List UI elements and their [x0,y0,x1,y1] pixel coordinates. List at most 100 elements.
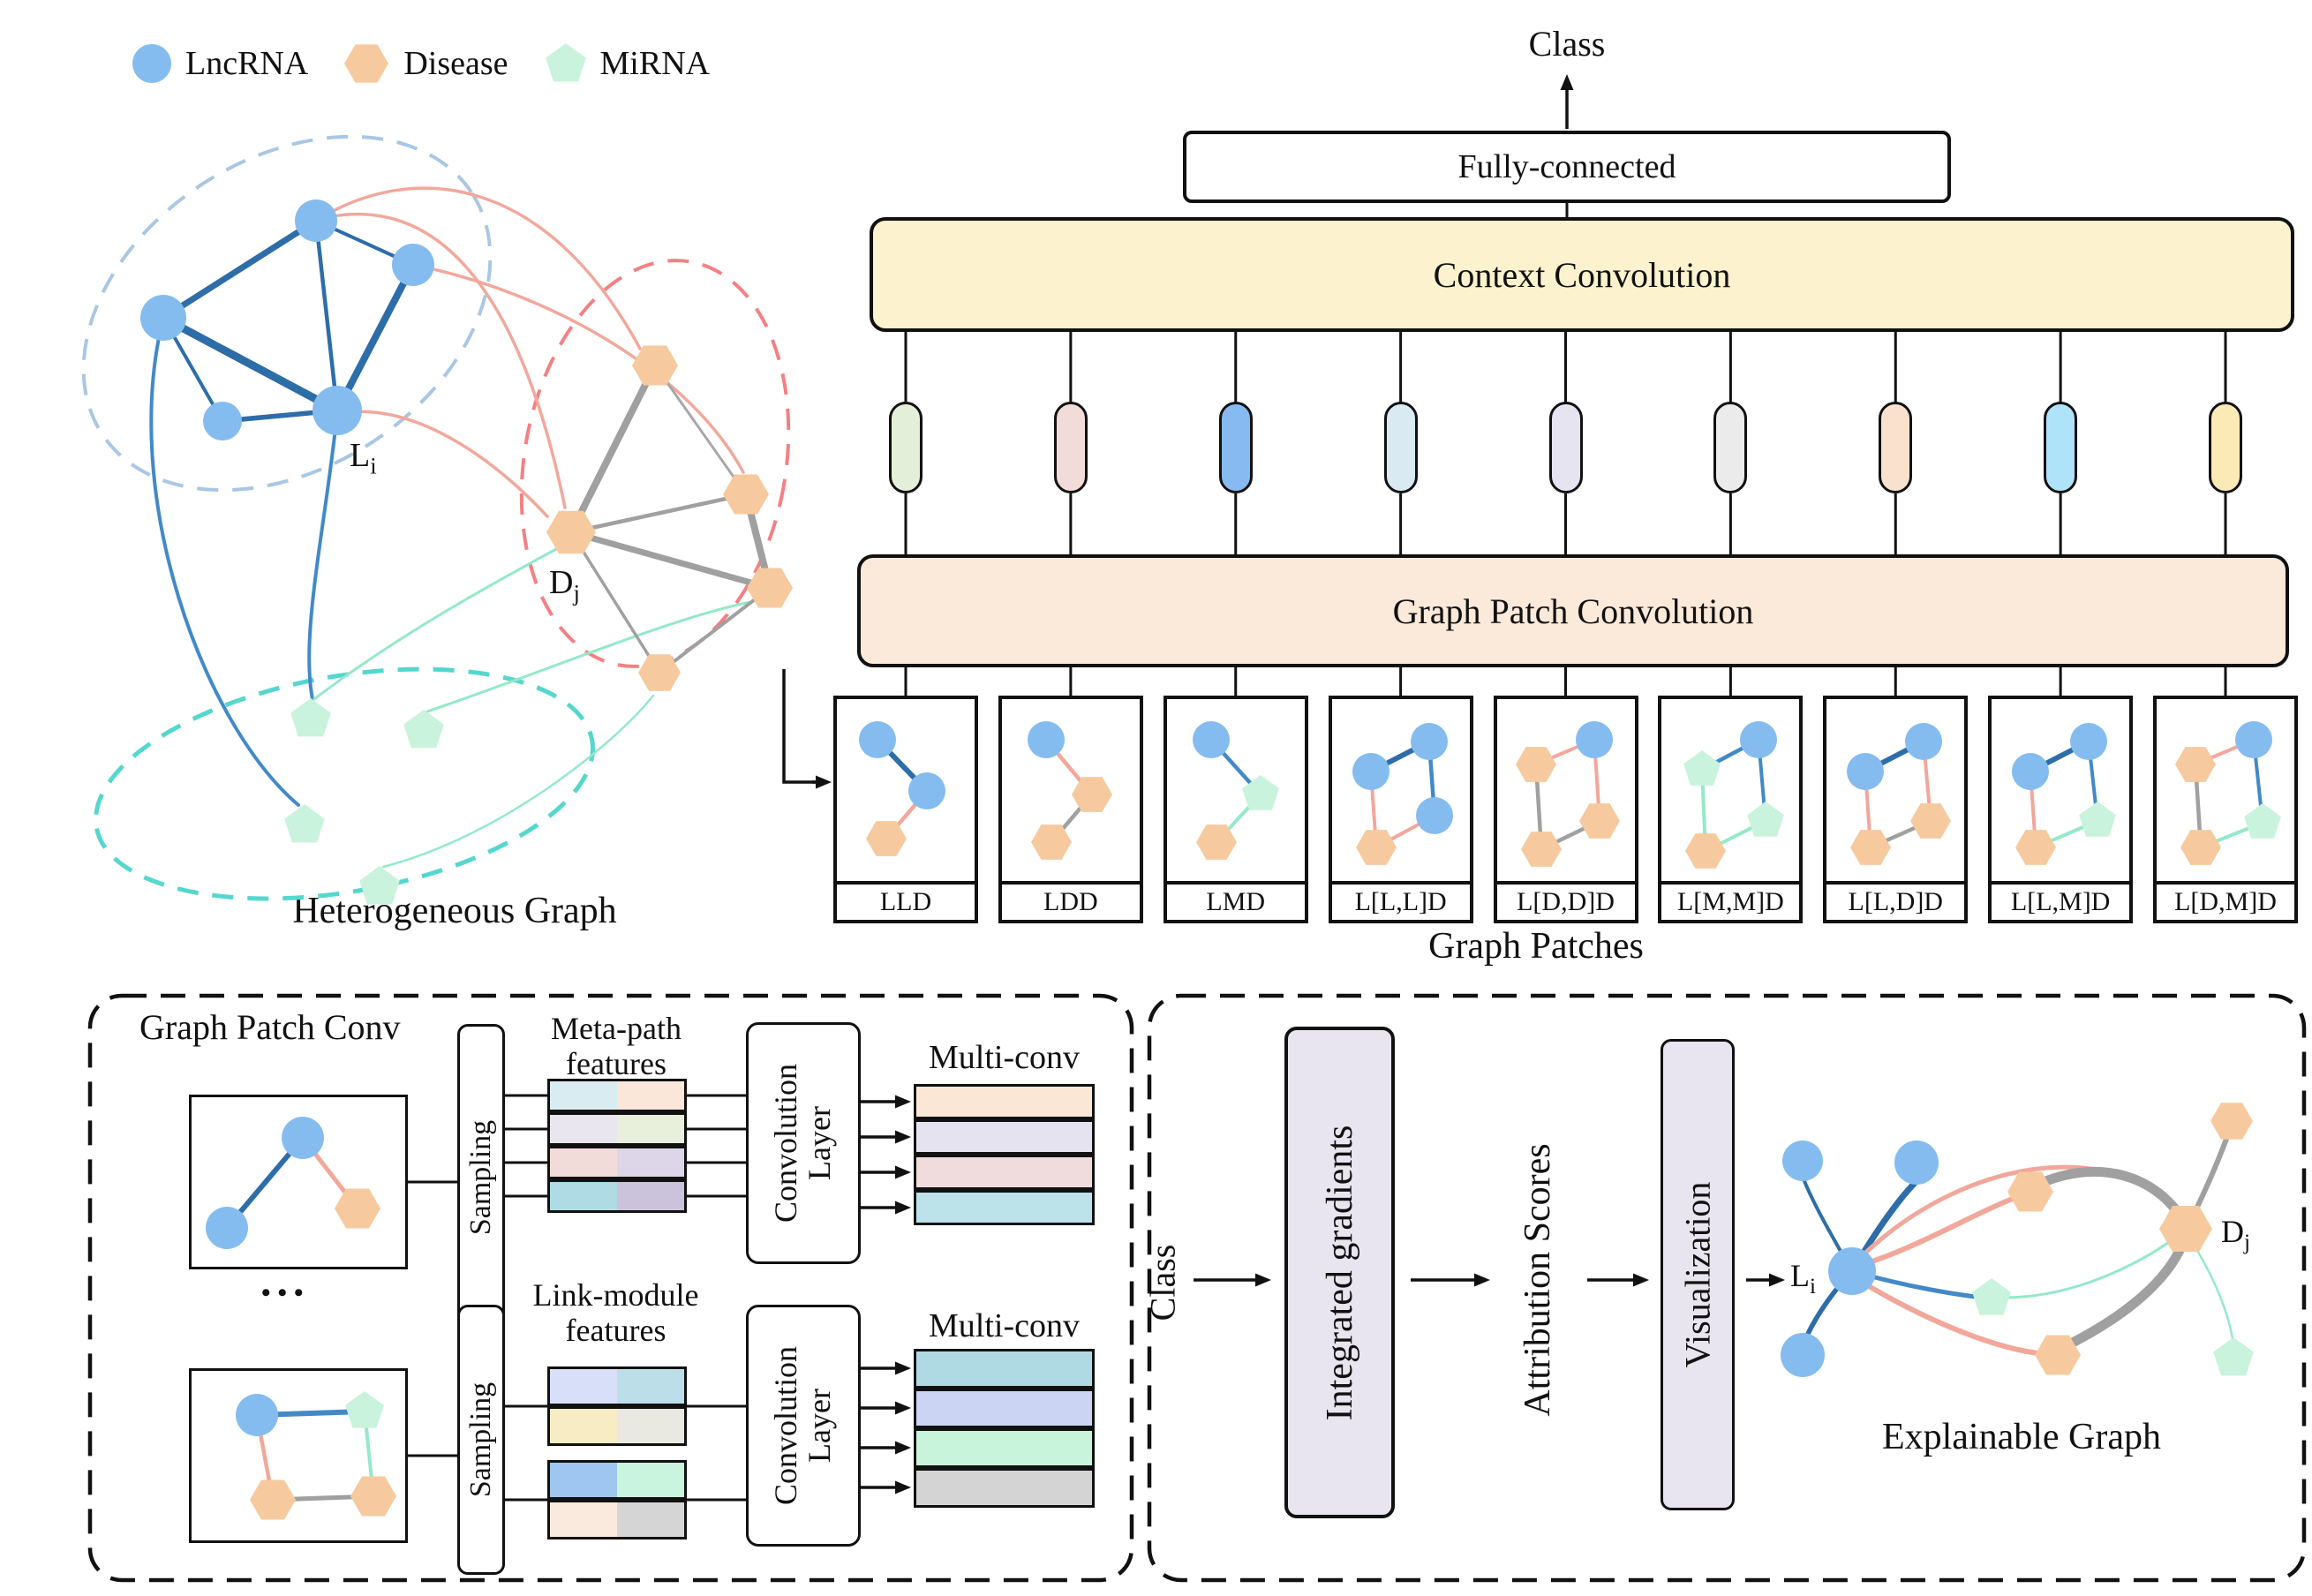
lncrna-node [1410,723,1448,760]
edge [313,218,340,413]
graph-patch-label: L[L,M]D [1992,881,2130,920]
feature-cell [550,1463,617,1497]
feature-row [547,1366,687,1406]
arrow-head [1255,1273,1271,1287]
arrow-head [1474,1273,1490,1287]
graph-patch-L[L,M]D: L[L,M]D [1988,696,2134,923]
meta-path-features-label: Meta-path features [528,1011,704,1081]
lncrna-node [1781,1333,1825,1377]
embedding-pill [2209,402,2242,493]
feature-cell [617,1369,684,1404]
lncrna-node [1894,1141,1939,1185]
arrow-head [895,1401,911,1415]
curve-edge [2060,1239,2188,1351]
edge [569,492,749,535]
curve-edge [2032,1167,2184,1219]
graph-patch-L[M,M]D: L[M,M]D [1658,696,1804,923]
feature-cell [617,1502,684,1537]
embedding-pill [1548,402,1583,493]
legend-label-mirna: MiRNA [599,45,711,82]
graph-patch-L[D,M]D: L[D,M]D [2153,696,2298,923]
integrated-gradients-label: Integrated gradients [1319,1125,1360,1420]
disease-node [1515,747,1556,782]
disease-node [1030,824,1072,860]
class-output-label: Class [1528,24,1606,64]
multi-conv-row [914,1155,1095,1190]
edge [160,217,320,321]
lncrna-node [295,200,337,242]
edge [334,261,417,414]
lncrna-node [1740,721,1778,758]
arrow-head [895,1130,911,1144]
node-label: Li [1790,1258,1816,1299]
mirna-node [2213,1337,2254,1376]
meta-path-line1: Meta-path [551,1011,682,1046]
graph-patch-drawing [2175,721,2281,865]
disease-node [2035,1335,2081,1375]
class-input-text: Class [1142,1244,1183,1321]
sampling-box-2: Sampling [457,1305,505,1575]
lncrna-node [1782,1141,1823,1181]
link-module-line2: features [565,1312,666,1348]
mirna-node [403,710,444,749]
disease-node [546,510,596,554]
class-input-label: Class [1137,1208,1188,1358]
embedding-pill [1218,402,1253,493]
arrow-head [1633,1273,1649,1287]
curve-edge [381,694,655,869]
legend-label-disease: Disease [403,45,508,82]
curve-edge [1849,1269,1978,1299]
convolution-layer-label-2: Convolution Layer [768,1345,837,1506]
curve-edge [1853,1276,2040,1356]
lncrna-node [1027,721,1065,758]
edge [658,586,772,674]
heterogeneous-graph-caption: Heterogeneous Graph [292,891,617,931]
feature-row [547,1406,687,1446]
lncrna-icon [132,44,171,83]
feature-cell [550,1409,617,1443]
graph-patch-drawing [1683,721,1785,869]
graph-patch-label: L[L,D]D [1826,881,1965,920]
lncrna-node [1847,753,1885,790]
multi-conv-row [914,1389,1095,1428]
patch-sample-graph-1 [206,1117,380,1249]
disease-node [638,654,681,691]
feature-cell [617,1182,684,1210]
curve-edge [425,600,752,713]
multi-conv-row [914,1349,1095,1389]
lncrna-node [203,402,242,440]
disease-node [2015,830,2057,865]
patch-sample-box-2 [189,1368,408,1543]
explainable-graph-caption: Explainable Graph [1881,1417,2162,1457]
disease-node [2180,830,2221,865]
arrow-head [1769,1273,1785,1287]
embedding-pill [2044,402,2078,493]
cluster-ellipse [94,666,595,901]
lncrna-node [2012,753,2050,790]
feature-cell [617,1115,684,1143]
node-label: Dj [2221,1214,2250,1254]
feature-cell [550,1148,617,1177]
graph-patch-L[L,L]D: L[L,L]D [1328,696,1473,923]
context-convolution-box: Context Convolution [870,217,2294,332]
patch-sample-graph-2 [236,1391,396,1520]
disease-node [2007,1171,2053,1212]
feature-row [547,1146,687,1179]
multi-conv-label-1: Multi-conv [929,1039,1080,1076]
curve-edge [149,316,300,807]
mirna-icon [545,43,586,82]
lncrna-node [1575,721,1613,758]
graph-patch-label: LLD [837,881,975,920]
legend: LncRNA Disease MiRNA [131,42,733,85]
convolution-layer-box-2: Convolution Layer [746,1305,861,1547]
edge [568,529,773,591]
disease-node [335,1188,380,1229]
meta-path-line2: features [566,1045,666,1081]
disease-node [747,568,793,608]
lncrna-node [206,1207,248,1249]
lncrna-node [236,1394,278,1436]
graph-patch-LDD: LDD [998,696,1143,923]
arrow-head [895,1165,911,1179]
node-label: Li [350,437,377,478]
lncrna-node [1905,723,1943,760]
